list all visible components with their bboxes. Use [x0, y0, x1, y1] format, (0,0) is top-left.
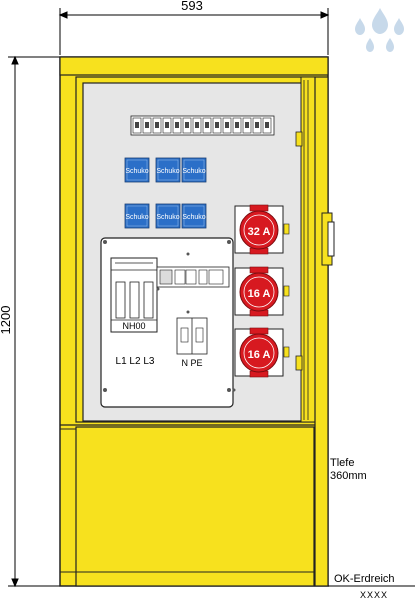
- schuko-socket: Schuko: [181, 203, 207, 229]
- schuko-socket-label: Schuko: [156, 168, 179, 175]
- bottom-compartment: [75, 426, 315, 587]
- circuit-breaker: [222, 117, 232, 134]
- water-drop-logo: [355, 8, 404, 52]
- circuit-breaker: [162, 117, 172, 134]
- width-dimension: [58, 8, 330, 55]
- circuit-breaker: [172, 117, 182, 134]
- distribution-panel: NH00 N PE L1 L2 L3: [100, 237, 234, 408]
- schuko-socket: Schuko: [181, 157, 207, 183]
- fuse-label: NH00: [122, 321, 145, 331]
- circuit-breaker: [242, 117, 252, 134]
- height-dimension: [8, 55, 60, 588]
- cee-socket-label: 16 A: [248, 349, 271, 361]
- circuit-breaker: [142, 117, 152, 134]
- phases-label: L1 L2 L3: [116, 356, 155, 367]
- schuko-socket-label: Schuko: [182, 168, 205, 175]
- depth-label-line2: 360mm: [330, 470, 367, 482]
- schuko-socket-label: Schuko: [125, 168, 148, 175]
- schuko-socket-label: Schuko: [156, 214, 179, 221]
- door-handle: [321, 212, 335, 266]
- cee-socket: 16 A: [234, 266, 290, 317]
- cee-socket-label: 16 A: [248, 288, 271, 300]
- circuit-breaker: [262, 117, 272, 134]
- circuit-breaker-rail: [130, 115, 275, 136]
- ground-hatch: XXXX: [360, 590, 388, 600]
- depth-label-line1: Tlefe: [330, 457, 354, 469]
- circuit-breaker: [132, 117, 142, 134]
- schuko-socket-label: Schuko: [182, 214, 205, 221]
- height-label: 1200: [0, 306, 13, 335]
- cee-socket-label: 32 A: [248, 226, 271, 238]
- circuit-breaker: [252, 117, 262, 134]
- schuko-socket: Schuko: [155, 157, 181, 183]
- circuit-breaker: [202, 117, 212, 134]
- ground-label: OK-Erdreich: [334, 573, 395, 585]
- mounting-dots: [156, 252, 236, 392]
- circuit-breaker: [212, 117, 222, 134]
- neutral-pe-label: N PE: [181, 358, 202, 368]
- cabinet-roof: [59, 56, 329, 76]
- schuko-socket: Schuko: [124, 203, 150, 229]
- circuit-breaker: [192, 117, 202, 134]
- circuit-breaker: [182, 117, 192, 134]
- circuit-breaker: [232, 117, 242, 134]
- circuit-breaker: [152, 117, 162, 134]
- open-door-edge: [295, 76, 321, 423]
- cee-socket: 32 A: [234, 204, 290, 255]
- schuko-socket-label: Schuko: [125, 214, 148, 221]
- schuko-socket: Schuko: [155, 203, 181, 229]
- width-label: 593: [181, 0, 203, 13]
- schuko-socket: Schuko: [124, 157, 150, 183]
- cabinet-side: [314, 76, 329, 587]
- cee-socket-group: 32 A 16 A 16 A: [234, 204, 290, 378]
- cee-socket: 16 A: [234, 327, 290, 378]
